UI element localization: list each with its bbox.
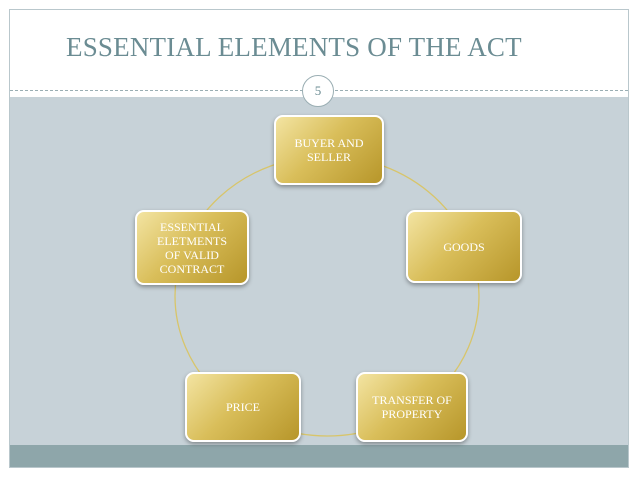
node-price: PRICE xyxy=(185,372,301,442)
slide-title: ESSENTIAL ELEMENTS OF THE ACT xyxy=(66,32,522,62)
node-transfer-of-property: TRANSFER OF PROPERTY xyxy=(356,372,468,442)
node-goods: GOODS xyxy=(406,210,522,283)
node-buyer-and-seller: BUYER AND SELLER xyxy=(274,115,384,185)
page-number-badge: 5 xyxy=(302,75,334,107)
footer-band xyxy=(10,445,628,467)
node-essential-elements: ESSENTIAL ELETMENTS OF VALID CONTRACT xyxy=(135,210,249,285)
